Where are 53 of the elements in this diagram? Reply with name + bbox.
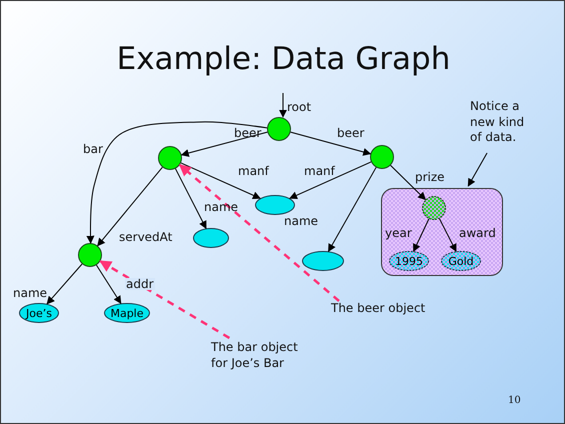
node-label: Maple (110, 308, 144, 318)
object-node (158, 146, 182, 170)
object-node (267, 117, 291, 141)
edge-label: addr (125, 278, 155, 290)
edge-label: beer (234, 127, 262, 139)
arrow (290, 132, 372, 156)
node-label: 1995 (395, 256, 423, 266)
arrow (96, 264, 122, 304)
node-label: Gold (448, 256, 474, 266)
edge-label: root (287, 101, 312, 113)
note-text: The bar object for Joe’s Bar (211, 340, 299, 372)
object-node (370, 145, 394, 169)
arrow (97, 166, 163, 246)
note-text: The beer object (331, 301, 426, 317)
edge-label: name (204, 201, 238, 213)
edge-label: name (284, 215, 318, 227)
value-node (389, 251, 429, 271)
edge-label: bar (83, 143, 103, 155)
slide-title: Example: Data Graph (116, 41, 452, 77)
edge-label: prize (415, 171, 445, 183)
arrow (438, 218, 457, 252)
value-node (193, 228, 229, 248)
arrow (86, 121, 268, 244)
arrow (174, 168, 207, 230)
arrow (180, 132, 268, 157)
arrow (279, 92, 287, 118)
edge-label: manf (238, 165, 269, 177)
edge-label: name (13, 287, 48, 299)
page-number: 10 (508, 396, 521, 406)
arrow (390, 164, 426, 200)
object-node (78, 243, 102, 267)
arrow (46, 264, 83, 304)
value-node (104, 303, 150, 323)
group-box (381, 188, 503, 276)
edge-label: manf (304, 165, 335, 177)
edge-label: servedAt (119, 231, 172, 243)
edge-label: award (459, 227, 496, 239)
arrow (328, 166, 377, 252)
arrow (413, 218, 430, 252)
value-node (302, 251, 344, 271)
value-node (441, 251, 481, 271)
value-node (19, 303, 59, 323)
pointer-arrow (99, 260, 230, 340)
note-text: Notice a new kind of data. (470, 99, 526, 146)
value-node (255, 195, 295, 215)
arrow (468, 152, 488, 187)
node-label: Joe’s (26, 308, 52, 318)
arrow (180, 162, 261, 200)
edge-label: beer (337, 127, 364, 139)
object-node (422, 196, 446, 220)
arrow (289, 161, 372, 200)
pointer-arrow (178, 164, 340, 302)
edge-label: year (385, 227, 412, 239)
